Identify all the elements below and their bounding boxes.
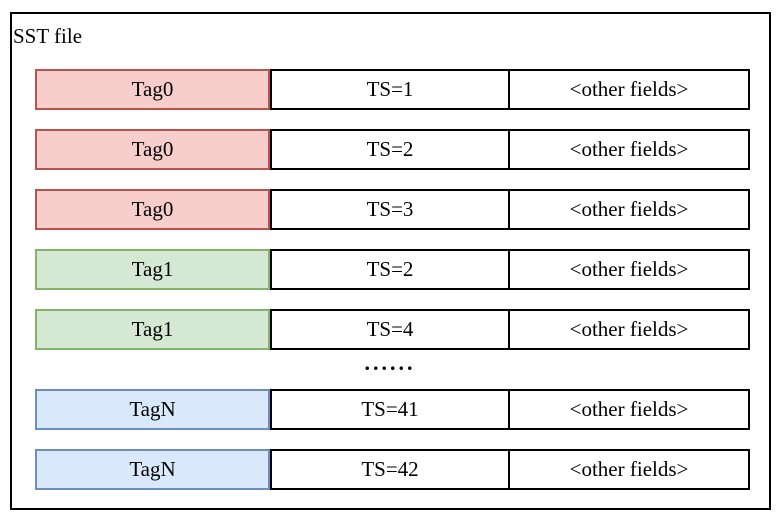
timestamp-cell: TS=4 [270, 309, 510, 350]
record-row: Tag0 TS=3 <other fields> [0, 189, 784, 230]
other-fields-cell: <other fields> [508, 389, 750, 430]
record-row: Tag1 TS=4 <other fields> [0, 309, 784, 350]
tag-cell: Tag0 [35, 129, 270, 170]
tag-cell: Tag1 [35, 309, 270, 350]
timestamp-cell: TS=42 [270, 449, 510, 490]
timestamp-cell: TS=2 [270, 129, 510, 170]
timestamp-cell: TS=1 [270, 69, 510, 110]
sst-file-label: SST file [13, 24, 83, 48]
other-fields-cell: <other fields> [508, 69, 750, 110]
timestamp-cell: TS=2 [270, 249, 510, 290]
other-fields-cell: <other fields> [508, 249, 750, 290]
other-fields-cell: <other fields> [508, 189, 750, 230]
tag-cell: Tag1 [35, 249, 270, 290]
record-row: Tag0 TS=2 <other fields> [0, 129, 784, 170]
tag-cell: Tag0 [35, 189, 270, 230]
rows-ellipsis: ...... [364, 350, 416, 375]
record-row: TagN TS=41 <other fields> [0, 389, 784, 430]
other-fields-cell: <other fields> [508, 309, 750, 350]
other-fields-cell: <other fields> [508, 129, 750, 170]
other-fields-cell: <other fields> [508, 449, 750, 490]
tag-cell: TagN [35, 389, 270, 430]
timestamp-cell: TS=41 [270, 389, 510, 430]
record-row: Tag1 TS=2 <other fields> [0, 249, 784, 290]
record-row: TagN TS=42 <other fields> [0, 449, 784, 490]
record-row: Tag0 TS=1 <other fields> [0, 69, 784, 110]
tag-cell: TagN [35, 449, 270, 490]
timestamp-cell: TS=3 [270, 189, 510, 230]
tag-cell: Tag0 [35, 69, 270, 110]
